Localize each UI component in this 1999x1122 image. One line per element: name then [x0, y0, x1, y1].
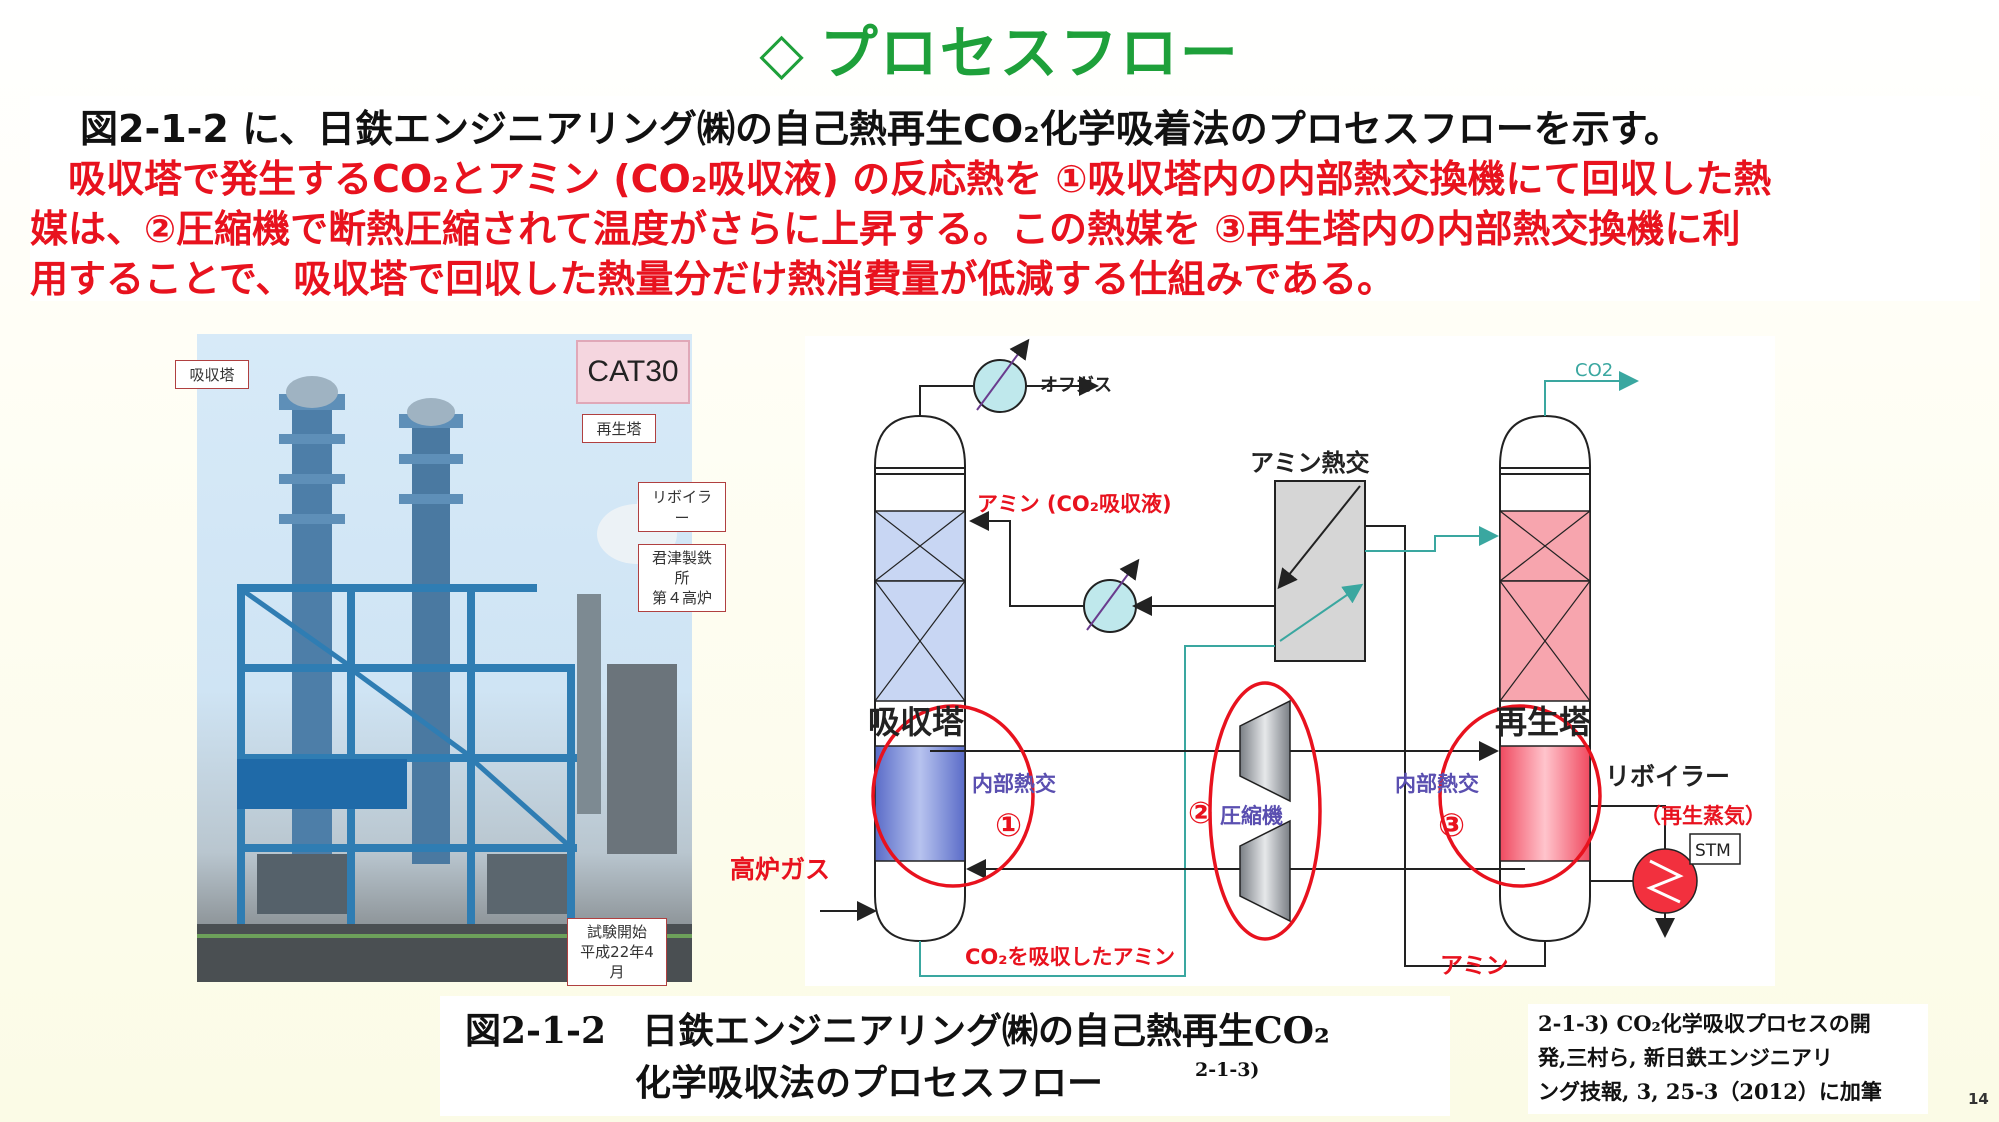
intro-line-4: 用することで、吸収塔で回収した熱量分だけ熱消費量が低減する仕組みである。: [30, 257, 1395, 301]
highlight-ellipse-2: [1208, 681, 1322, 941]
label-internal-hx-left: 内部熱交: [972, 772, 1056, 796]
intro-line-2: 吸収塔で発生するCO₂とアミン (CO₂吸収液) の反応熱を ①吸収塔内の内部熱…: [30, 157, 1772, 201]
page-number: 14: [1968, 1090, 1989, 1108]
figure-caption: 図2-1-2 日鉄エンジニアリング㈱の自己熱再生CO₂ 化学吸収法のプロセスフロ…: [440, 996, 1450, 1116]
offgas-cooler: [919, 338, 1099, 416]
label-num-1: ①: [995, 806, 1022, 844]
label-offgas: オフガス: [1040, 375, 1112, 396]
photo-label-regenerator: 再生塔: [582, 414, 656, 443]
intro-paragraph: 図2-1-2 に、日鉄エンジニアリング㈱の自己熱再生CO₂化学吸着法のプロセスフ…: [30, 96, 1980, 301]
label-amine-bottom: アミン: [1440, 953, 1509, 979]
caption-line-1: 図2-1-2 日鉄エンジニアリング㈱の自己熱再生CO₂: [465, 1010, 1330, 1052]
label-blast-gas: 高炉ガス: [730, 855, 830, 884]
label-amine-hx: アミン熱交: [1250, 449, 1370, 477]
intro-line-1: 図2-1-2 に、日鉄エンジニアリング㈱の自己熱再生CO₂化学吸着法のプロセスフ…: [80, 107, 1682, 151]
label-co2-out: CO2: [1575, 360, 1613, 381]
regenerator-column: [1499, 414, 1591, 943]
label-internal-hx-right: 内部熱交: [1395, 772, 1479, 796]
photo-label-blast-furnace: 君津製鉄所 第４高炉: [638, 544, 726, 612]
highlight-ellipse-1: [871, 704, 1035, 888]
label-absorber: 吸収塔: [868, 703, 965, 741]
process-flow-diagram: オフガス CO2 アミン (CO₂吸収液) アミン熱交 吸収塔 再生塔 内部熱交…: [730, 336, 1775, 986]
label-reboiler: リボイラー: [1605, 762, 1730, 791]
amine-heat-exchanger: [1274, 480, 1366, 662]
reference-line-3: ング技報, 3, 25-3（2012）に加筆: [1538, 1079, 1882, 1104]
label-rich-amine: CO₂を吸収したアミン: [965, 945, 1175, 969]
caption-ref-mark: 2-1-3): [1195, 1059, 1260, 1081]
plant-photo: 吸収塔 再生塔 リボイラー 君津製鉄所 第４高炉 試験開始 平成22年4月: [175, 334, 726, 986]
label-stm: STM: [1695, 841, 1731, 861]
photo-label-blast-furnace-1: 君津製鉄所: [651, 549, 712, 587]
lean-amine-cooler: [969, 511, 1275, 633]
photo-label-reboiler: リボイラー: [638, 482, 726, 532]
cat30-badge: CAT30: [576, 340, 690, 404]
process-flow-svg: オフガス CO2 アミン (CO₂吸収液) アミン熱交 吸収塔 再生塔 内部熱交…: [730, 338, 1766, 979]
photo-label-absorber: 吸収塔: [175, 360, 249, 389]
reboiler: [1590, 805, 1741, 938]
label-num-2: ②: [1188, 796, 1213, 831]
photo-label-start-2: 平成22年4月: [580, 943, 654, 981]
compressors: [1239, 699, 1291, 923]
label-num-3: ③: [1438, 806, 1465, 844]
diamond-icon: ◇: [759, 19, 806, 87]
photo-label-start: 試験開始 平成22年4月: [567, 918, 667, 986]
label-compressor: 圧縮機: [1220, 804, 1283, 828]
page-title: ◇プロセスフロー: [0, 6, 1999, 90]
absorber-column: [874, 414, 966, 943]
reference-note: 2-1-3) CO₂化学吸収プロセスの開 発,三村ら, 新日鉄エンジニアリ ング…: [1528, 1004, 1928, 1114]
reference-line-2: 発,三村ら, 新日鉄エンジニアリ: [1538, 1045, 1833, 1070]
caption-line-2: 化学吸収法のプロセスフロー: [635, 1062, 1104, 1104]
intro-line-3: 媒は、②圧縮機で断熱圧縮されて温度がさらに上昇する。この熱媒を ③再生塔内の内部…: [30, 207, 1741, 251]
highlight-ellipse-3: [1438, 704, 1602, 888]
photo-label-start-1: 試験開始: [586, 923, 647, 941]
reference-line-1: 2-1-3) CO₂化学吸収プロセスの開: [1538, 1011, 1871, 1036]
label-regenerator: 再生塔: [1495, 703, 1592, 741]
label-amine-absorbent: アミン (CO₂吸収液): [977, 492, 1172, 516]
photo-label-blast-furnace-2: 第４高炉: [651, 589, 712, 607]
label-steam: （再生蒸気）: [1640, 804, 1766, 828]
page-title-text: プロセスフロー: [819, 19, 1240, 87]
